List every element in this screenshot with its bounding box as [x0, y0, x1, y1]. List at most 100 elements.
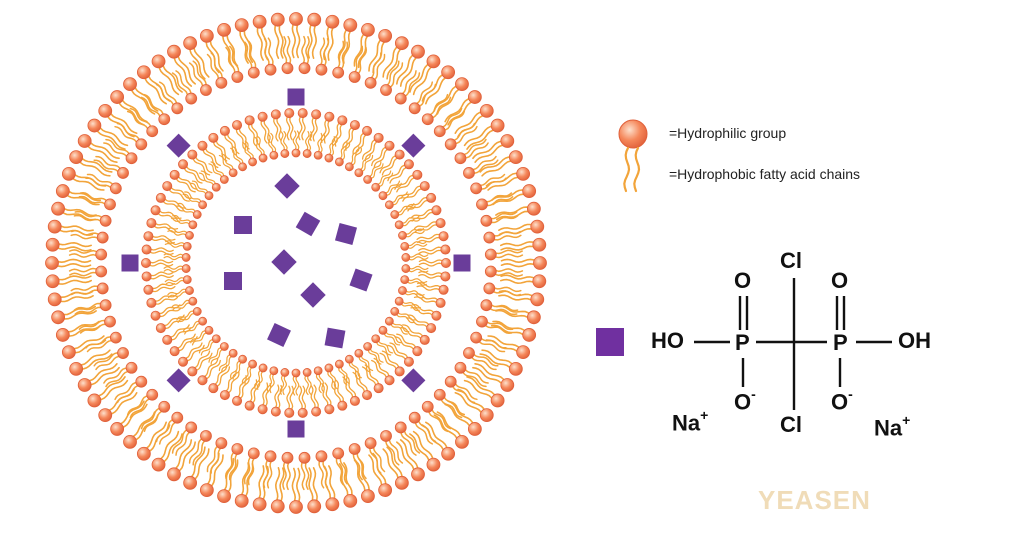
hydrophobic-tail — [315, 372, 322, 394]
hydrophobic-tail — [120, 403, 148, 429]
hydrophobic-tail — [463, 379, 494, 401]
hydrophobic-tail — [352, 451, 363, 481]
hydrophobic-tail — [495, 206, 531, 216]
hydrophilic-head — [87, 118, 102, 133]
hydrophobic-tail — [496, 210, 532, 221]
hydrophobic-tail — [454, 110, 484, 134]
hydrophobic-tail — [86, 339, 115, 353]
hydrophilic-head — [363, 342, 373, 351]
hydrophobic-tail — [457, 114, 486, 138]
hydrophobic-tail — [500, 258, 537, 264]
hydrophilic-head — [408, 102, 421, 115]
hydrophobic-tail — [479, 353, 513, 370]
hydrophilic-head — [378, 28, 393, 43]
hydrophobic-tail — [401, 300, 421, 309]
inner-bilayer-outer-lipid — [405, 314, 437, 334]
outer-bilayer-inner-lipid — [281, 451, 294, 491]
inner-bilayer-inner-lipid — [182, 191, 208, 210]
hydrophilic-head — [394, 475, 409, 490]
hydrophobic-tail — [406, 241, 427, 247]
hydrophilic-head — [403, 159, 414, 170]
hydrophilic-head — [77, 378, 92, 392]
hydrophobic-tail — [188, 437, 204, 464]
hydrophobic-tail — [492, 286, 522, 293]
drug-square-icon — [295, 211, 321, 237]
hydrophobic-tail — [133, 84, 159, 112]
hydrophobic-tail — [286, 460, 291, 491]
hydrophobic-tail — [55, 241, 92, 248]
hydrophilic-head — [151, 457, 166, 472]
hydrophobic-tail — [191, 180, 209, 194]
hydrophobic-tail — [202, 357, 219, 378]
hydrophilic-head — [313, 150, 323, 160]
hydrophilic-head — [412, 169, 423, 180]
hydrophobic-tail — [169, 185, 192, 199]
outer-bilayer-outer-lipid — [252, 14, 269, 61]
hydrophilic-head — [431, 310, 442, 321]
outer-bilayer-outer-lipid — [490, 184, 537, 206]
drug-square-icon — [324, 327, 346, 349]
hydrophobic-tail — [175, 430, 192, 456]
hydrophobic-tail — [338, 366, 348, 386]
inner-bilayer-inner-lipid — [302, 130, 313, 158]
hydrophilic-head — [77, 134, 92, 148]
outer-bilayer-outer-lipid — [270, 12, 285, 59]
hydrophobic-tail — [224, 133, 237, 156]
hydrophilic-head — [69, 361, 84, 376]
hydrophilic-head — [45, 237, 60, 252]
hydrophobic-tail — [185, 164, 205, 182]
outer-bilayer-outer-lipid — [307, 12, 322, 59]
outer-bilayer-outer-lipid — [151, 54, 183, 96]
hydrophobic-tail — [391, 193, 410, 206]
drug-square-icon — [401, 133, 426, 158]
drug-square-icon — [274, 173, 300, 199]
outer-bilayer-inner-lipid — [171, 421, 198, 456]
outer-bilayer-outer-lipid — [183, 36, 210, 80]
hydrophilic-head — [104, 315, 116, 328]
hydrophilic-head — [280, 149, 290, 158]
hydrophilic-head — [192, 210, 202, 219]
hydrophobic-tail — [171, 72, 189, 98]
hydrophobic-tail — [375, 170, 392, 186]
hydrophilic-head — [530, 292, 545, 307]
hydrophilic-head — [440, 271, 451, 282]
hydrophobic-tail — [85, 336, 113, 349]
hydrophobic-tail — [400, 327, 423, 341]
hydrophilic-head — [334, 157, 344, 167]
hydrophobic-tail — [177, 202, 197, 213]
hydrophobic-tail — [417, 236, 442, 244]
hydrophobic-tail — [205, 39, 220, 74]
hydrophobic-tail — [221, 153, 234, 171]
inner-bilayer-outer-lipid — [143, 231, 176, 244]
hydrophilic-head — [479, 408, 494, 423]
hydrophobic-tail — [336, 40, 345, 70]
inner-bilayer-outer-lipid — [150, 205, 182, 223]
outer-bilayer-inner-lipid — [470, 331, 507, 353]
hydrophilic-head — [146, 125, 159, 138]
hydrophobic-tail — [282, 460, 287, 490]
inner-bilayer-outer-lipid — [416, 231, 449, 244]
outer-bilayer-outer-lipid — [433, 77, 469, 115]
hydrophilic-head — [231, 443, 244, 455]
outer-bilayer-outer-lipid — [353, 457, 375, 504]
hydrophobic-tail — [414, 81, 434, 106]
hydrophilic-head — [419, 181, 430, 192]
outer-bilayer-inner-lipid — [380, 60, 404, 96]
hydrophilic-head — [169, 169, 180, 180]
hydrophobic-tail — [330, 136, 338, 157]
hydrophilic-head — [455, 77, 469, 92]
hydrophobic-tail — [463, 142, 489, 159]
hydrophilic-head — [315, 450, 328, 463]
hydrophobic-tail — [177, 441, 196, 473]
inner-bilayer-inner-lipid — [378, 180, 402, 201]
hydrophobic-tail — [156, 212, 181, 223]
outer-bilayer-inner-lipid — [433, 388, 466, 419]
hydrophilic-head — [337, 115, 348, 126]
hydrophobic-tail — [163, 317, 187, 330]
hydrophilic-head — [394, 149, 405, 160]
outer-bilayer-inner-lipid — [73, 299, 112, 315]
hydrophobic-tail — [430, 407, 452, 430]
outer-bilayer-inner-lipid — [206, 437, 228, 474]
hydrophilic-head — [123, 434, 137, 449]
hydrophilic-head — [215, 437, 228, 450]
